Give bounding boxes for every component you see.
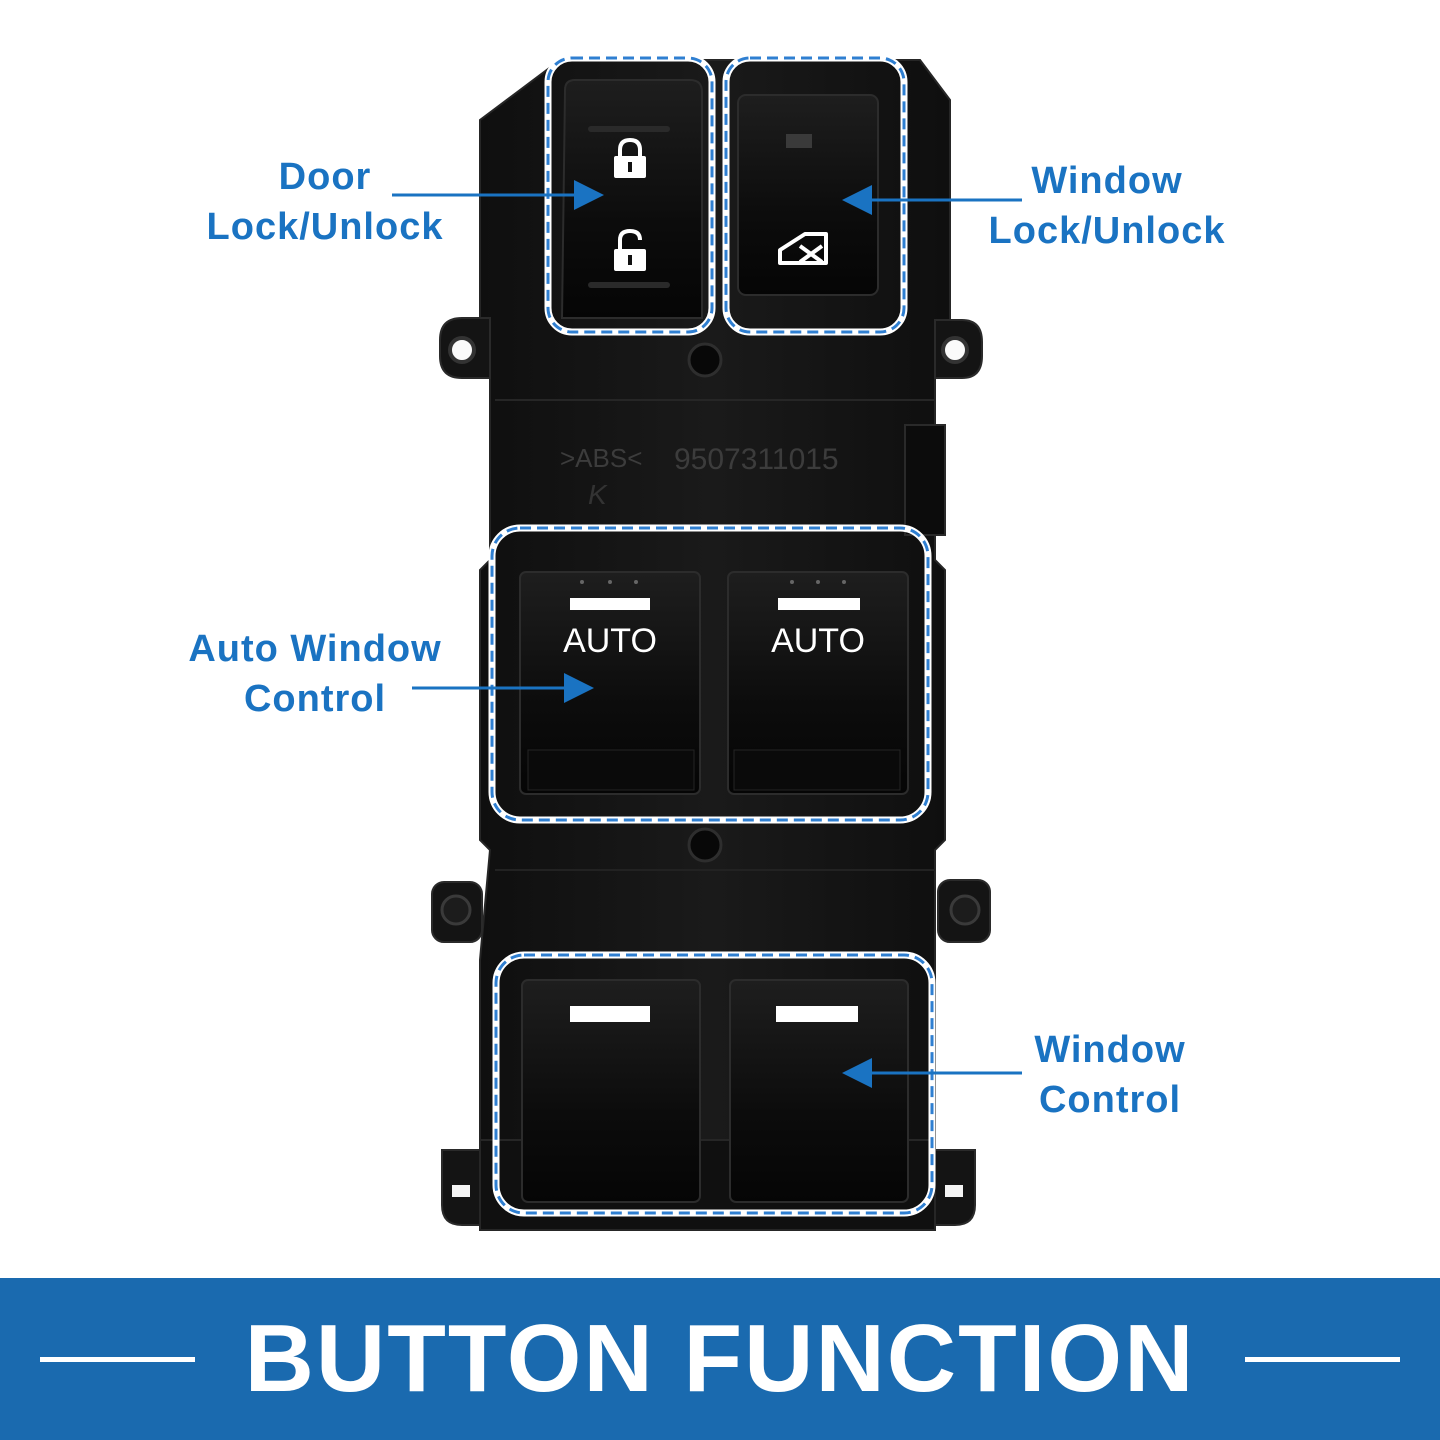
title-banner: BUTTON FUNCTION [0,1278,1440,1440]
molded-mark-text: K [588,479,608,510]
window-switch-right[interactable] [729,979,909,1203]
auto-label-left: AUTO [563,622,657,660]
banner-title: BUTTON FUNCTION [244,1305,1196,1412]
window-control-callout-line1: Window [1034,1029,1186,1071]
window-lock-callout-line2: Lock/Unlock [988,210,1226,252]
banner-rule-right [1245,1357,1400,1362]
window-control-callout: Window Control [990,1025,1230,1125]
door-lock-switch[interactable] [560,79,703,319]
auto-window-callout-line1: Auto Window [188,628,442,670]
part-number-text: 9507311015 [674,443,839,476]
door-lock-callout-line2: Lock/Unlock [206,206,444,248]
lock-open-icon [614,228,646,271]
auto-window-callout: Auto Window Control [170,624,460,724]
window-switch-left[interactable] [521,979,701,1203]
window-lock-callout: Window Lock/Unlock [972,156,1242,256]
banner-rule-left [40,1357,195,1362]
molded-material-text: >ABS< [560,443,642,473]
lock-closed-icon [614,137,646,178]
window-lock-callout-line1: Window [1031,160,1183,202]
auto-window-switch-right[interactable] [727,571,909,795]
window-lock-switch[interactable] [737,94,879,296]
auto-window-switch-left[interactable] [519,571,701,795]
window-control-callout-line2: Control [1038,1079,1182,1121]
auto-label-right: AUTO [771,622,865,660]
door-lock-callout-line1: Door [278,156,372,198]
door-lock-callout: Door Lock/Unlock [190,152,460,252]
callout-arrows [392,180,1022,1088]
auto-window-callout-line2: Control [243,678,387,720]
window-lock-icon [778,232,828,265]
